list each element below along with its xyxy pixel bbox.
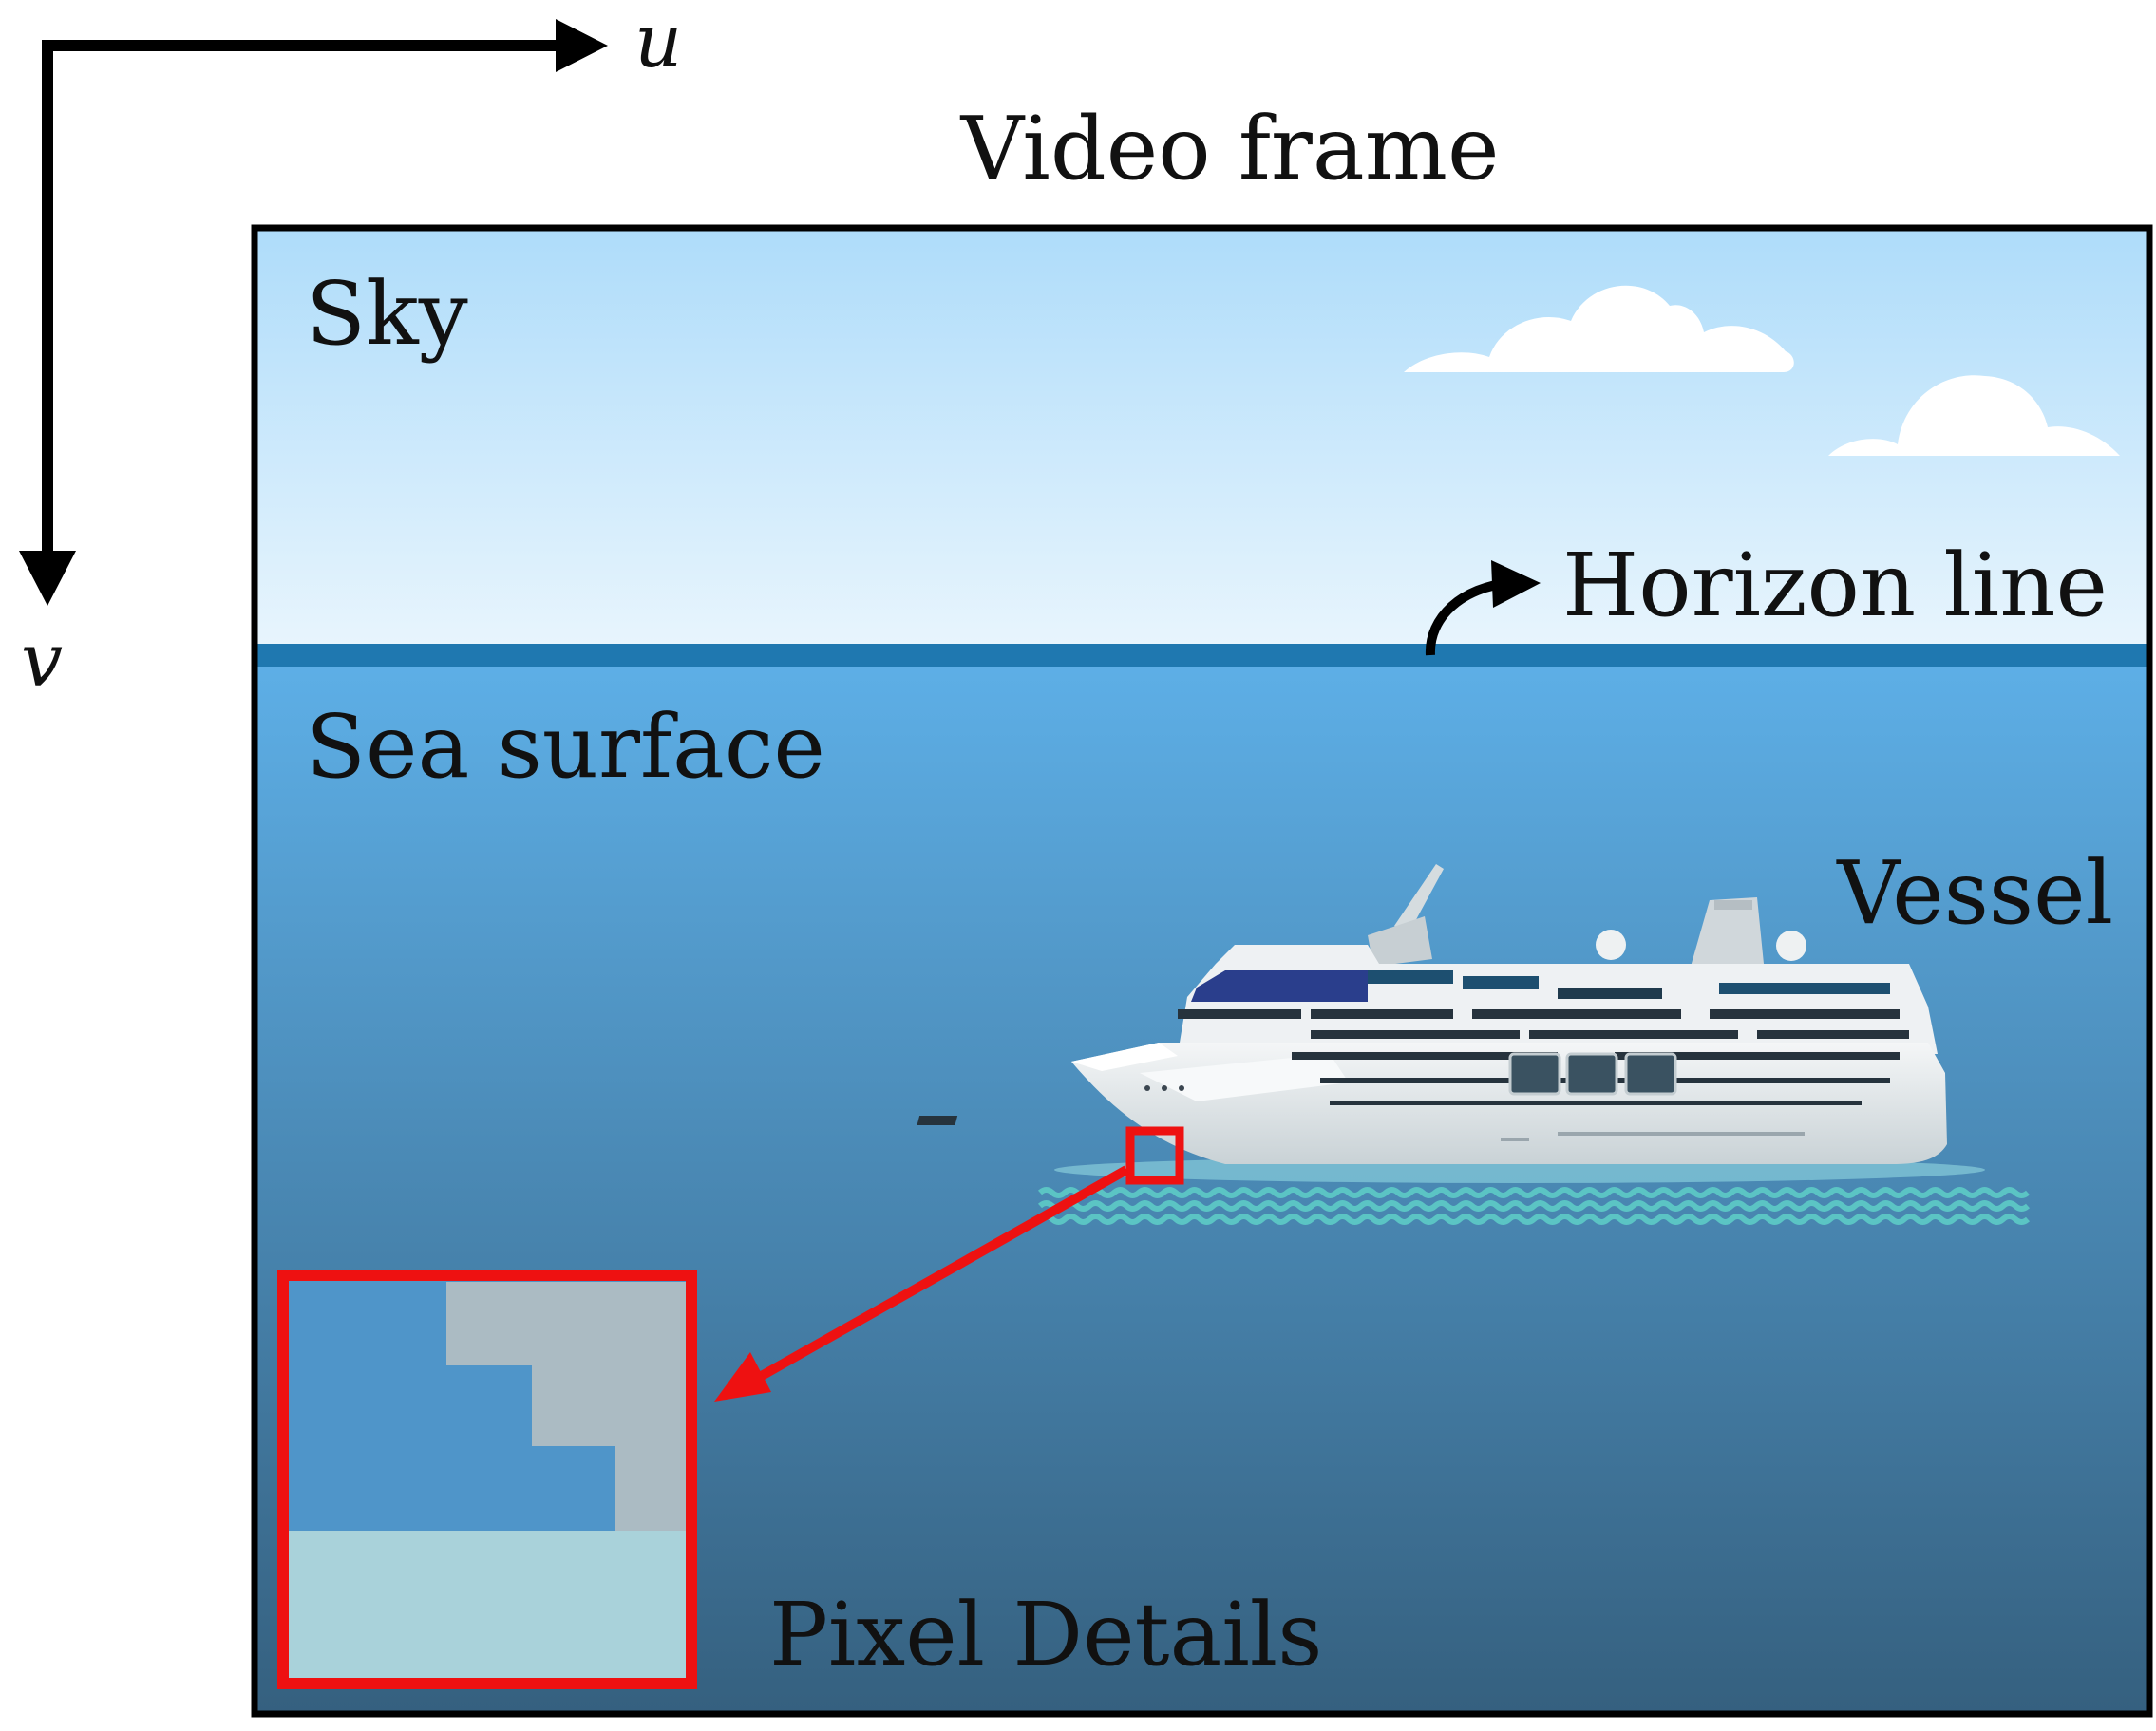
wave-lines [1037,1187,2031,1225]
frame-title: Video frame [960,98,1500,199]
frame-border [251,224,2153,1718]
pixel-water-block [283,1531,691,1687]
pixel-details-border [277,1270,697,1689]
pixel-selection-box [1125,1126,1184,1185]
vessel-label: Vessel [1836,842,2113,944]
sky-label: Sky [306,263,468,365]
pixel-details-inset [283,1275,691,1687]
u-axis-label: u [634,0,682,85]
pixel-hull-block [446,1282,689,1531]
cloud-icon [1404,285,2120,456]
sea-surface-label: Sea surface [306,696,825,798]
v-axis-label: v [21,618,63,704]
curved-arrow-icon [1425,560,1541,656]
video-frame [255,228,2149,1714]
sky-region [255,228,2149,648]
horizon-label: Horizon line [1562,535,2108,636]
zoom-arrow-icon [714,1165,1129,1402]
horizon-line [255,644,2149,667]
pixel-details-label: Pixel Details [769,1584,1322,1685]
cruise-ship-icon [917,864,1985,1183]
axis-arrow-icon [19,19,608,606]
